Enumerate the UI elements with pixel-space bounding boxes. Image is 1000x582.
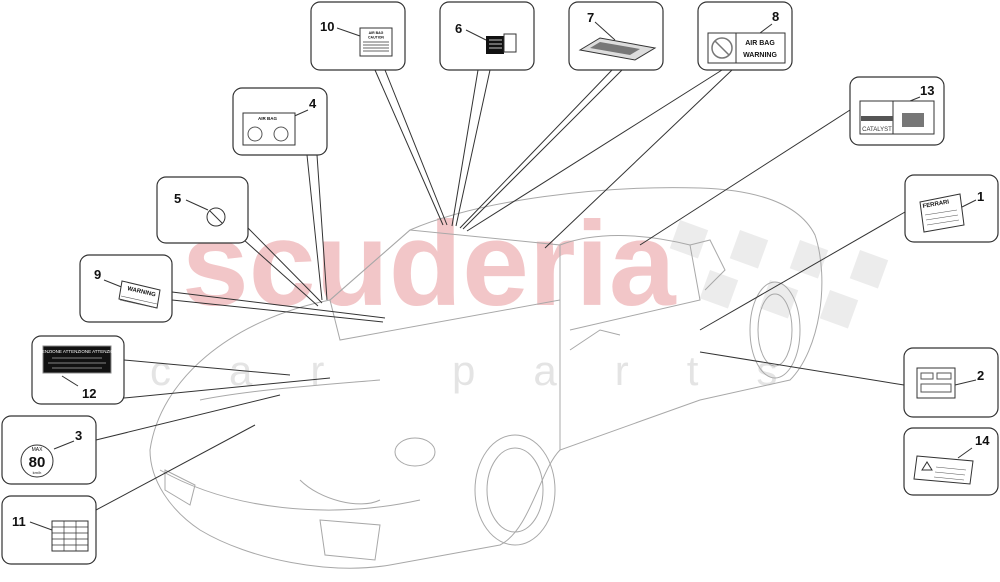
callout-13[interactable]: 13 CATALYST (849, 76, 945, 146)
label-text: CATALYST (862, 127, 892, 133)
callout-number: 9 (94, 267, 101, 282)
callout-number: 7 (587, 10, 594, 25)
callout-number: 4 (309, 96, 317, 111)
callout-6[interactable]: 6 (439, 1, 535, 71)
callout-10[interactable]: 10 AIR BAG CAUTION (310, 1, 406, 71)
callout-number: 1 (977, 189, 984, 204)
callout-number: 6 (455, 21, 462, 36)
label-unit: km/h (33, 470, 42, 475)
callout-4[interactable]: 4 AIR BAG (232, 87, 328, 156)
callout-number: 14 (975, 433, 990, 448)
callout-number: 5 (174, 191, 181, 206)
callout-number: 13 (920, 83, 934, 98)
label-text: FERRARI (922, 199, 950, 210)
car-outline (149, 187, 823, 569)
callout-number: 11 (12, 514, 26, 529)
callout-8[interactable]: 8 AIR BAG WARNING (697, 1, 793, 71)
label-line1: AIR BAG (745, 40, 775, 47)
label-max: MAX (32, 447, 44, 453)
checkered-flag-watermark (669, 220, 889, 329)
callout-12[interactable]: ATTENZIONE ATTENZIONE ATTENZIONE 12 (31, 335, 125, 405)
watermark-sub: car parts (150, 347, 835, 394)
callout-number: 3 (75, 428, 82, 443)
label-text: AIR BAG (258, 116, 277, 121)
callout-11[interactable]: 11 (1, 495, 97, 565)
label-line2: CAUTION (368, 36, 384, 40)
callout-2[interactable]: 2 (903, 347, 999, 418)
callout-number: 10 (320, 19, 334, 34)
watermark-brand: scuderia (182, 197, 677, 331)
label-speed: 80 (29, 454, 46, 471)
label-line2: WARNING (743, 52, 777, 59)
callout-9[interactable]: 9 WARNING (79, 254, 173, 323)
callout-number: 12 (82, 386, 96, 401)
callout-3[interactable]: 3 MAX 80 km/h (1, 415, 97, 485)
callout-number: 2 (977, 368, 984, 383)
callout-14[interactable]: 14 (903, 427, 999, 496)
callout-1[interactable]: 1 FERRARI (904, 174, 999, 243)
label-text: ATTENZIONE ATTENZIONE ATTENZIONE (34, 349, 121, 354)
callout-number: 8 (772, 9, 779, 24)
callout-5[interactable]: 5 (156, 176, 249, 244)
leader-lines (95, 69, 906, 511)
label-line1: AIR BAG (369, 31, 384, 35)
callout-7[interactable]: 7 (568, 1, 664, 71)
